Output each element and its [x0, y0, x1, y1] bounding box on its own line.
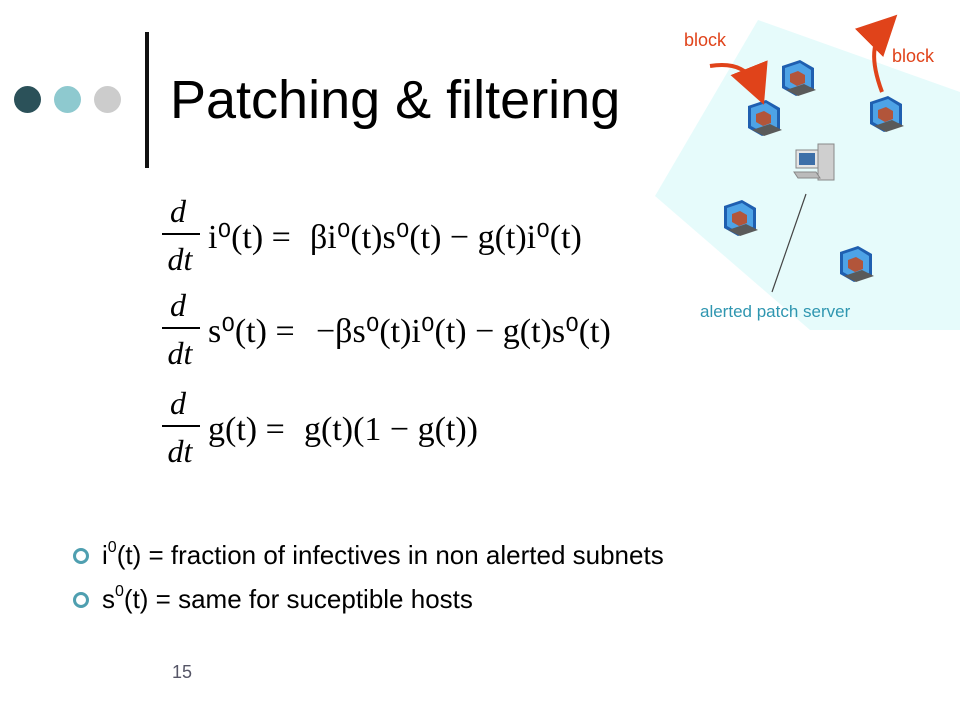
bullet-1-text: (t) = fraction of infectives in non aler…: [116, 540, 664, 570]
ring-bullet-icon: [73, 548, 89, 564]
eq3-frac-bottom: dt: [168, 433, 194, 469]
eq3-frac-top: d: [170, 385, 187, 421]
bullet-1-sup: 0: [107, 539, 117, 556]
bullet-2-var: s: [102, 584, 115, 614]
eq2-lhs: s⁰(t) =: [208, 313, 295, 350]
eq3-rhs: g(t)(1 − g(t)): [304, 411, 478, 448]
network-diagram: block block alerted patch server: [650, 0, 960, 330]
equation-3-svg: d dt g(t) = g(t)(1 − g(t)): [162, 385, 478, 469]
eq1-frac-top: d: [170, 193, 187, 229]
bullet-2-sup: 0: [115, 583, 124, 600]
network-diagram-svg: [655, 14, 960, 330]
block-arrow-right: [854, 14, 898, 93]
equation-2: d dt s⁰(t) = −βs⁰(t)i⁰(t) − g(t)s⁰(t): [160, 284, 680, 381]
eq2-rhs: −βs⁰(t)i⁰(t) − g(t)s⁰(t): [316, 313, 611, 350]
list-item: s0(t) = same for suceptible hosts: [72, 579, 664, 623]
server-connector: [771, 193, 807, 293]
eq2-frac-bottom: dt: [168, 335, 194, 371]
eq1-frac-bottom: dt: [168, 241, 194, 277]
block-arrow-left: [709, 60, 768, 105]
bullet-1-var: i: [102, 540, 108, 570]
title-divider: [145, 32, 149, 168]
block-label-left: block: [684, 30, 727, 50]
equation-1-svg: d dt i⁰(t) = βi⁰(t)s⁰(t) − g(t)i⁰(t): [162, 193, 582, 277]
equation-2-svg: d dt s⁰(t) = −βs⁰(t)i⁰(t) − g(t)s⁰(t): [162, 287, 611, 371]
block-label-right: block: [892, 46, 935, 66]
server-icon: [793, 143, 835, 181]
eq1-lhs: i⁰(t) =: [208, 219, 291, 256]
header-dot-gray: [94, 86, 121, 113]
header-dot-teal: [54, 86, 81, 113]
ring-bullet-icon: [73, 592, 89, 608]
bullet-2-text: (t) = same for suceptible hosts: [123, 584, 473, 614]
server-label: alerted patch server: [700, 302, 851, 321]
equation-3: d dt g(t) = g(t)(1 − g(t)): [160, 382, 560, 479]
list-item: i0(t) = fraction of infectives in non al…: [72, 535, 664, 579]
equation-1: d dt i⁰(t) = βi⁰(t)s⁰(t) − g(t)i⁰(t): [160, 190, 660, 287]
header-dot-dark: [14, 86, 41, 113]
eq2-frac-top: d: [170, 287, 187, 323]
eq1-rhs: βi⁰(t)s⁰(t) − g(t)i⁰(t): [310, 219, 582, 256]
page-number: 15: [172, 662, 193, 682]
eq3-lhs: g(t) =: [208, 411, 285, 448]
bullet-list: i0(t) = fraction of infectives in non al…: [72, 535, 664, 623]
slide-title: Patching & filtering: [170, 70, 621, 130]
